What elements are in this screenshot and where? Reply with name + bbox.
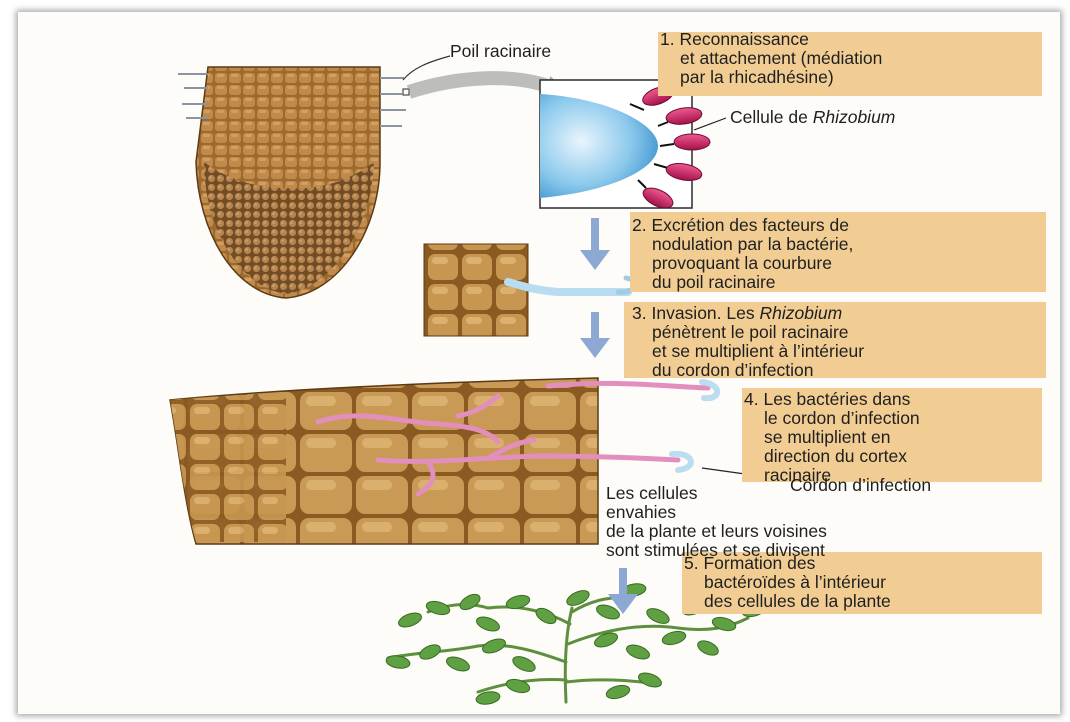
step-5-line-3: des cellules de la plante: [684, 592, 891, 611]
step-3-line-1-italic: Rhizobium: [759, 303, 842, 323]
step-2-line-4: du poil racinaire: [632, 273, 853, 292]
cellule-rhizobium-italic: Rhizobium: [813, 107, 896, 127]
step-1-line-3: par la rhicadhésine): [660, 68, 882, 87]
step-arrow-2-3: [580, 312, 610, 358]
step-arrow-1-2: [580, 218, 610, 270]
step-3-number: 3.: [632, 303, 647, 323]
root-tip-illustration: [178, 67, 409, 298]
step-5-number: 5.: [684, 553, 699, 573]
step-2-number: 2.: [632, 215, 647, 235]
step-2-line-3: provoquant la courbure: [632, 254, 853, 273]
invaded-cells-line-2: envahies: [606, 503, 827, 522]
step-3-line-2: pénètrent le poil racinaire: [632, 323, 864, 342]
step-2-line-1: Excrétion des facteurs de: [651, 215, 848, 235]
step-3-line-4: du cordon d’infection: [632, 361, 864, 380]
step-4-number: 4.: [744, 389, 759, 409]
step-1-line-1: Reconnaissance: [679, 29, 808, 49]
step-4-line-3: se multiplient en: [744, 428, 920, 447]
step-1-line-2: et attachement (médiation: [660, 49, 882, 68]
step-4-line-2: le cordon d’infection: [744, 409, 920, 428]
step-1-number: 1.: [660, 29, 675, 49]
invaded-cells-label: Les cellules envahies de la plante et le…: [606, 484, 827, 560]
step-3-label: 3. Invasion. Les Rhizobium pénètrent le …: [632, 304, 864, 380]
invaded-cells-line-1: Les cellules: [606, 484, 827, 503]
step-4-line-1: Les bactéries dans: [763, 389, 910, 409]
cellule-rhizobium-prefix: Cellule de: [730, 107, 813, 127]
step-4-line-4: direction du cortex: [744, 447, 920, 466]
step-5-line-2: bactéroïdes à l’intérieur: [684, 573, 891, 592]
step-4-label: 4. Les bactéries dans le cordon d’infect…: [744, 390, 920, 485]
step-2-line-2: nodulation par la bactérie,: [632, 235, 853, 254]
figure-frame: 1. Reconnaissance et attachement (médiat…: [18, 12, 1060, 714]
step-5-line-1: Formation des: [703, 553, 815, 573]
poil-racinaire-label: Poil racinaire: [450, 42, 551, 61]
cellule-rhizobium-label: Cellule de Rhizobium: [730, 108, 895, 127]
zoom-arrow: [409, 78, 558, 92]
invaded-cells-line-3: de la plante et leurs voisines: [606, 522, 827, 541]
step-5-label: 5. Formation des bactéroïdes à l’intérie…: [684, 554, 891, 611]
step-3-line-3: et se multiplient à l’intérieur: [632, 342, 864, 361]
rhizobium-attachment-inset: [540, 80, 726, 212]
step-1-label: 1. Reconnaissance et attachement (médiat…: [660, 30, 882, 87]
step-2-label: 2. Excrétion des facteurs de nodulation …: [632, 216, 853, 292]
step-3-line-1-prefix: Invasion. Les: [651, 303, 759, 323]
